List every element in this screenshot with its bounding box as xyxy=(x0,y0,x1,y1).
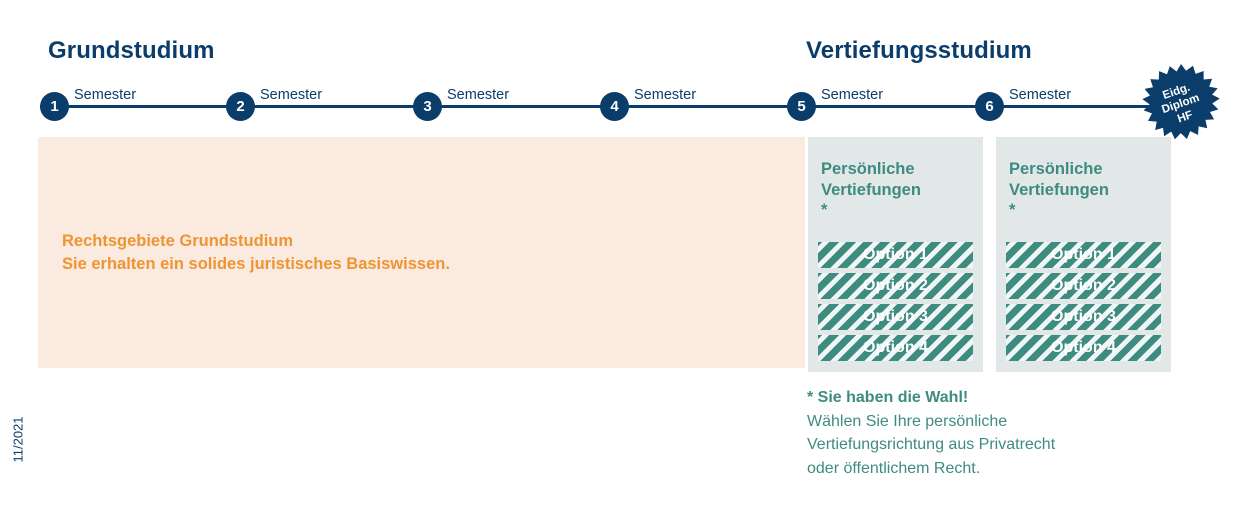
vertiefung-panel-2: Persönliche Vertiefungen * Option 1 Opti… xyxy=(996,137,1171,372)
option-bar[interactable]: Option 2 xyxy=(818,273,973,299)
semester-label-6: Semester xyxy=(1009,87,1072,103)
option-bar[interactable]: Option 1 xyxy=(818,242,973,268)
semester-node-6: 6 xyxy=(975,92,1004,121)
footnote-heading: * Sie haben die Wahl! xyxy=(807,389,969,406)
vertiefung-title-line-1: Persönliche xyxy=(1009,160,1103,178)
option-list: Option 1 Option 2 Option 3 Option 4 xyxy=(818,242,973,366)
option-list: Option 1 Option 2 Option 3 Option 4 xyxy=(1006,242,1161,366)
semester-node-5: 5 xyxy=(787,92,816,121)
semester-node-3: 3 xyxy=(413,92,442,121)
semester-label-2: Semester xyxy=(260,87,323,103)
option-label: Option 2 xyxy=(863,277,928,294)
semester-node-number: 3 xyxy=(423,98,432,115)
option-label: Option 3 xyxy=(1051,308,1116,325)
grundstudium-description-line-1: Rechtsgebiete Grundstudium xyxy=(62,232,294,250)
option-label: Option 4 xyxy=(863,339,928,356)
footnote: * Sie haben die Wahl! Wählen Sie Ihre pe… xyxy=(807,386,1167,480)
semester-node-1: 1 xyxy=(40,92,69,121)
option-bar[interactable]: Option 4 xyxy=(818,335,973,361)
option-label: Option 3 xyxy=(863,308,928,325)
vertiefung-title-line-2: Vertiefungen xyxy=(1009,181,1109,200)
option-label: Option 1 xyxy=(863,246,928,263)
footnote-line-3: oder öffentlichem Recht. xyxy=(807,459,981,477)
footnote-line-1: Wählen Sie Ihre persönliche xyxy=(807,412,1008,430)
option-bar[interactable]: Option 1 xyxy=(1006,242,1161,268)
semester-label-1: Semester xyxy=(74,87,137,103)
option-bar[interactable]: Option 3 xyxy=(818,304,973,330)
semester-node-number: 4 xyxy=(610,98,619,115)
vertiefung-panel-title: Persönliche Vertiefungen * xyxy=(821,159,921,219)
semester-label-3: Semester xyxy=(447,87,510,103)
footnote-asterisk-marker: * xyxy=(1009,201,1016,220)
semester-node-number: 5 xyxy=(797,98,806,115)
footnote-asterisk-marker: * xyxy=(821,201,828,220)
page-title-vertiefungsstudium: Vertiefungsstudium xyxy=(806,37,1032,64)
option-bar[interactable]: Option 4 xyxy=(1006,335,1161,361)
semester-node-number: 2 xyxy=(236,98,245,115)
semester-node-number: 1 xyxy=(50,98,59,115)
option-bar[interactable]: Option 2 xyxy=(1006,273,1161,299)
grundstudium-description: Rechtsgebiete Grundstudium Sie erhalten … xyxy=(62,230,450,277)
semester-node-2: 2 xyxy=(226,92,255,121)
option-bar[interactable]: Option 3 xyxy=(1006,304,1161,330)
vertiefung-title-line-2: Vertiefungen xyxy=(821,181,921,200)
vertiefung-panel-title: Persönliche Vertiefungen * xyxy=(1009,159,1109,219)
semester-node-4: 4 xyxy=(600,92,629,121)
option-label: Option 2 xyxy=(1051,277,1116,294)
semester-node-number: 6 xyxy=(985,98,994,115)
diploma-starburst-badge: Eidg. Diplom HF xyxy=(1140,64,1222,146)
semester-label-4: Semester xyxy=(634,87,697,103)
option-label: Option 4 xyxy=(1051,339,1116,356)
date-stamp: 11/2021 xyxy=(10,416,26,463)
footnote-line-2: Vertiefungsrichtung aus Privatrecht xyxy=(807,436,1056,454)
option-label: Option 1 xyxy=(1051,246,1116,263)
grundstudium-block xyxy=(38,137,805,368)
grundstudium-description-line-2: Sie erhalten ein solides juristisches Ba… xyxy=(62,255,450,274)
vertiefung-panel-1: Persönliche Vertiefungen * Option 1 Opti… xyxy=(808,137,983,372)
page-title-grundstudium: Grundstudium xyxy=(48,37,215,64)
semester-label-5: Semester xyxy=(821,87,884,103)
starburst-shape xyxy=(1142,64,1220,140)
vertiefung-title-line-1: Persönliche xyxy=(821,160,915,178)
